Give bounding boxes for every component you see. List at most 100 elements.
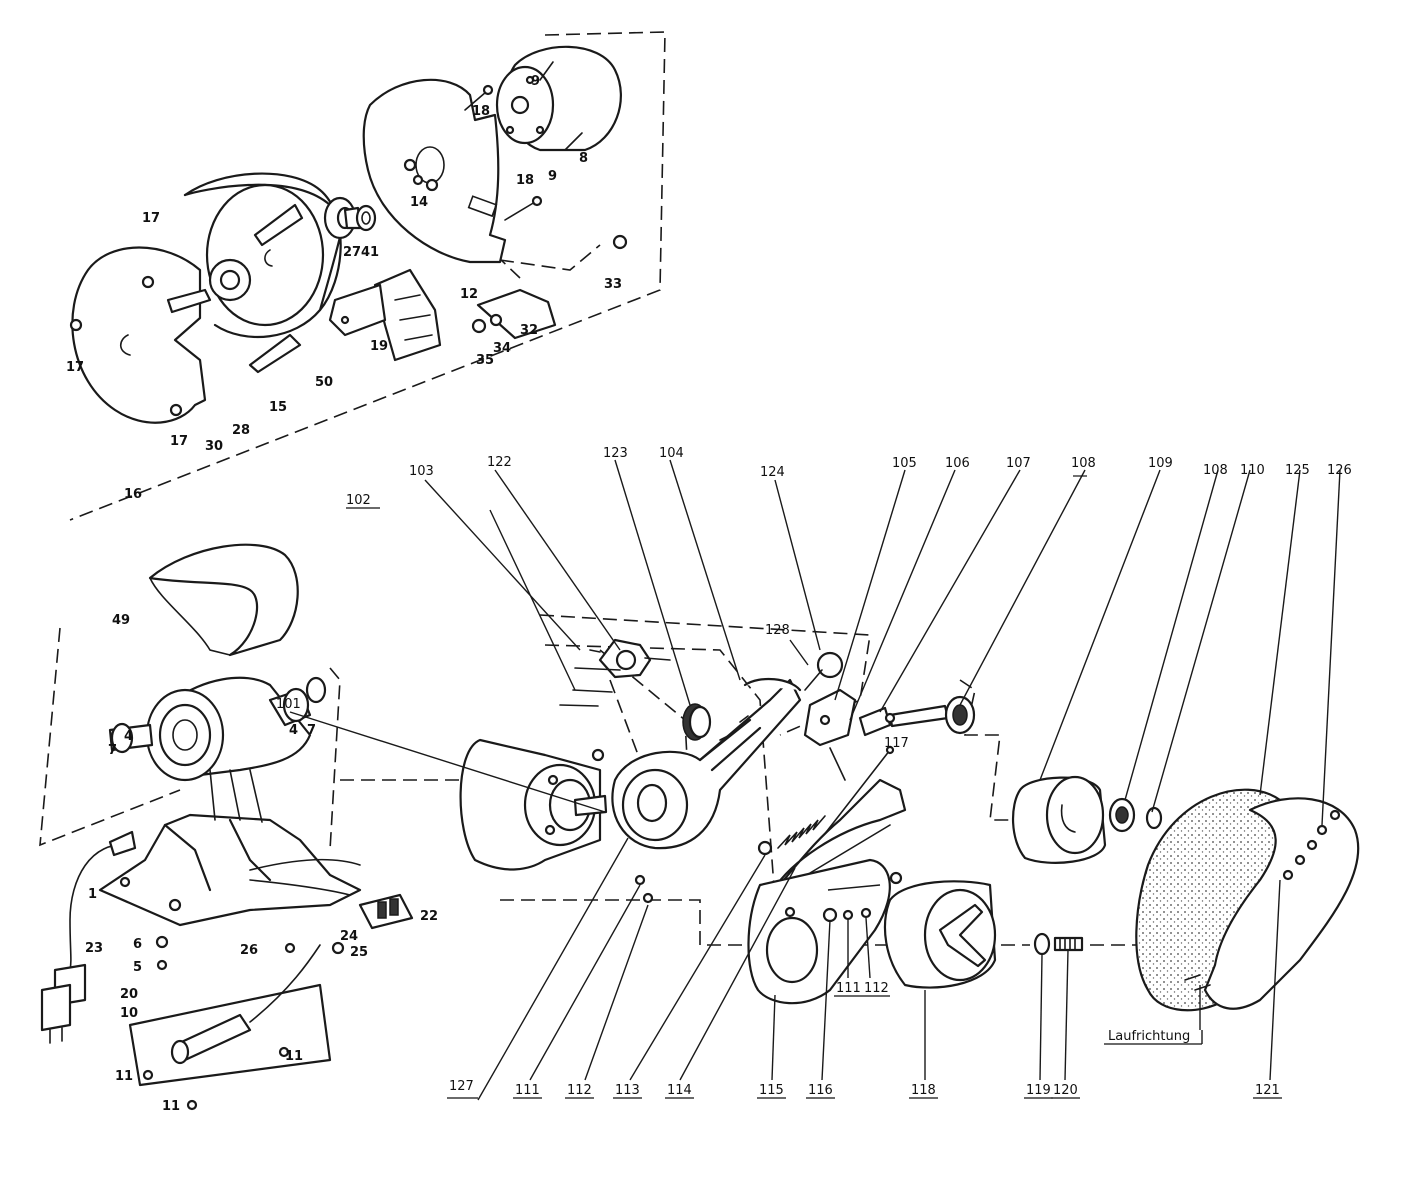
spark-shield-19 xyxy=(328,268,442,362)
callout-6: 6 xyxy=(133,937,142,952)
callout-11b: 11 xyxy=(285,1049,303,1064)
callout-117: 117 xyxy=(884,736,909,751)
callout-11c: 11 xyxy=(162,1099,180,1114)
callout-119: 119 xyxy=(1026,1083,1051,1098)
callout-10: 10 xyxy=(120,1006,138,1021)
inner-guard-plate-12 xyxy=(362,78,507,264)
callout-107: 107 xyxy=(1006,456,1031,471)
axle-107 xyxy=(858,704,950,737)
callout-16: 16 xyxy=(124,487,142,502)
motor-base xyxy=(98,769,362,927)
callout-17c: 17 xyxy=(170,434,188,449)
callout-123: 123 xyxy=(603,446,628,461)
switch-22 xyxy=(358,893,414,930)
callout-112b: 112 xyxy=(864,981,889,996)
callout-32: 32 xyxy=(520,323,538,338)
tension-arm-124 xyxy=(804,651,844,691)
callout-5: 5 xyxy=(133,960,142,975)
callout-17a: 17 xyxy=(142,211,160,226)
callout-18b: 18 xyxy=(516,173,534,188)
wheel-guard-housing-50 xyxy=(166,172,347,374)
callout-101: 101 xyxy=(276,697,301,712)
callout-50: 50 xyxy=(315,375,333,390)
roller-109 xyxy=(1011,775,1163,864)
callout-4b: 4 xyxy=(289,723,298,738)
motor-1 xyxy=(108,676,327,782)
callout-15: 15 xyxy=(269,400,287,415)
callout-41: 41 xyxy=(361,245,379,260)
callout-108a: 108 xyxy=(1071,456,1096,471)
callout-102: 102 xyxy=(346,493,371,508)
sanding-belt-125 xyxy=(1135,788,1360,1012)
callout-1: 1 xyxy=(88,887,97,902)
callout-105: 105 xyxy=(892,456,917,471)
callout-104: 104 xyxy=(659,446,684,461)
callout-12: 12 xyxy=(460,287,478,302)
callout-23: 23 xyxy=(85,941,103,956)
callout-112a: 112 xyxy=(567,1083,592,1098)
callout-8: 8 xyxy=(579,151,588,166)
callout-19: 19 xyxy=(370,339,388,354)
front-guard-cover-16 xyxy=(69,246,207,424)
callout-25: 25 xyxy=(350,945,368,960)
callout-49: 49 xyxy=(112,613,130,628)
misc-small-parts xyxy=(559,649,773,904)
side-cover-115 xyxy=(747,858,891,1005)
callout-11a: 11 xyxy=(115,1069,133,1084)
callout-125: 125 xyxy=(1285,463,1310,478)
idler-roller-118 xyxy=(883,880,997,989)
capacitor-20 xyxy=(128,935,345,1111)
screws-126 xyxy=(1282,809,1341,881)
callout-127: 127 xyxy=(449,1079,474,1094)
callout-121: 121 xyxy=(1255,1083,1280,1098)
callout-111a: 111 xyxy=(515,1083,540,1098)
leader-callout-labels: 101 102 103 122 123 104 124 128 105 106 … xyxy=(276,446,1352,1099)
callout-120: 120 xyxy=(1053,1083,1078,1098)
callout-128: 128 xyxy=(765,623,790,638)
bracket-105 xyxy=(803,688,857,781)
callout-30: 30 xyxy=(205,439,223,454)
sander-arm-104 xyxy=(611,677,802,850)
callout-labels: 17 17 17 16 30 28 15 50 19 27 41 14 12 1… xyxy=(66,74,622,1114)
power-cord-23 xyxy=(40,830,137,1044)
callout-114: 114 xyxy=(667,1083,692,1098)
callout-106: 106 xyxy=(945,456,970,471)
callout-115: 115 xyxy=(759,1083,784,1098)
callout-116: 116 xyxy=(808,1083,833,1098)
callout-26: 26 xyxy=(240,943,258,958)
callout-7a: 7 xyxy=(108,743,117,758)
callout-124: 124 xyxy=(760,465,785,480)
screws-top xyxy=(464,61,628,340)
callout-118: 118 xyxy=(911,1083,936,1098)
callout-34: 34 xyxy=(493,341,511,356)
callout-18a: 18 xyxy=(472,104,490,119)
callout-22: 22 xyxy=(420,909,438,924)
callout-27: 27 xyxy=(343,245,361,260)
callout-110: 110 xyxy=(1240,463,1265,478)
direction-note: Laufrichtung xyxy=(1104,1029,1203,1045)
callout-35: 35 xyxy=(476,353,494,368)
spring-113 xyxy=(777,815,826,849)
callout-103: 103 xyxy=(409,464,434,479)
callout-9a: 9 xyxy=(531,74,540,89)
callout-28: 28 xyxy=(232,423,250,438)
callout-24: 24 xyxy=(340,929,358,944)
callout-109: 109 xyxy=(1148,456,1173,471)
callout-4a: 4 xyxy=(124,729,133,744)
bearing-108 xyxy=(944,695,976,735)
direction-label: Laufrichtung xyxy=(1108,1029,1190,1044)
drive-hub xyxy=(459,738,608,871)
callout-113: 113 xyxy=(615,1083,640,1098)
callout-7b: 7 xyxy=(307,723,316,738)
callout-111b: 111 xyxy=(836,981,861,996)
belt-guard-49 xyxy=(148,543,299,657)
callout-14: 14 xyxy=(410,195,428,210)
callout-33: 33 xyxy=(604,277,622,292)
pulley-123 xyxy=(682,703,712,741)
flange-27 xyxy=(323,196,377,240)
callout-9b: 9 xyxy=(548,169,557,184)
leader-lines xyxy=(289,459,1341,1101)
callout-20: 20 xyxy=(120,987,138,1002)
callout-122: 122 xyxy=(487,455,512,470)
